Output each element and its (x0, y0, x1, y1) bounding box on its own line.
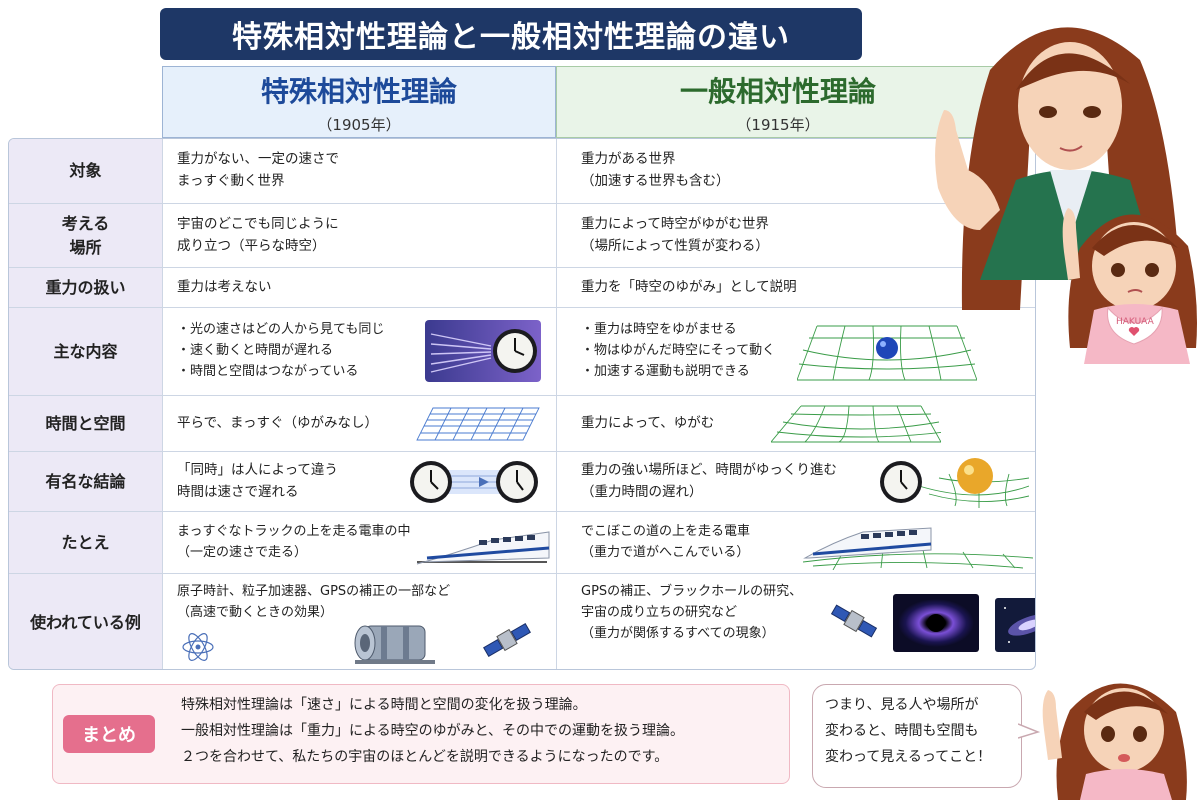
general-cell: ・重力は時空をゆがませる ・物はゆがんだ時空にそって動く ・加速する運動も説明で… (557, 308, 1035, 395)
row-label: たとえ (9, 512, 163, 573)
summary-badge: まとめ (63, 715, 155, 753)
special-cell: 重力は考えない (163, 268, 557, 307)
sun-icon (957, 458, 993, 494)
table-row: 使われている例 原子時計、粒子加速器、GPSの補正の一部など （高速で動くときの… (9, 573, 1035, 669)
special-cell: 原子時計、粒子加速器、GPSの補正の一部など （高速で動くときの効果） (163, 574, 557, 669)
table-row: 主な内容 ・光の速さはどの人から見ても同じ ・速く動くと時間が遅れる ・時間と空… (9, 307, 1035, 395)
column-header-special: 特殊相対性理論 （1905年） (162, 66, 556, 138)
light-clock-illustration (425, 320, 541, 382)
page-title: 特殊相対性理論と一般相対性理論の違い (160, 8, 862, 60)
column-header-general: 一般相対性理論 （1915年） (556, 66, 1000, 138)
special-cell: 「同時」は人によって違う 時間は速さで遅れる (163, 452, 557, 511)
general-cell: 重力によって、ゆがむ (557, 396, 1035, 451)
bullet-train-illustration (416, 531, 550, 565)
row-label: 有名な結論 (9, 452, 163, 511)
table-row: 重力の扱い 重力は考えない 重力を「時空のゆがみ」として説明 (9, 267, 1035, 307)
special-cell: 平らで、まっすぐ（ゆがみなし） (163, 396, 557, 451)
special-cell: 宇宙のどこでも同じように 成り立つ（平らな時空） (163, 204, 557, 267)
speech-bubble-tail (1018, 723, 1040, 739)
planet-icon (876, 337, 898, 359)
row-label: 時間と空間 (9, 396, 163, 451)
general-cell: 重力の強い場所ほど、時間がゆっくり進む （重力時間の遅れ） (557, 452, 1035, 511)
train-on-curved-track-illustration (803, 527, 1033, 570)
warped-grid-illustration (771, 405, 941, 443)
speech-bubble: つまり、見る人や場所が 変わると、時間も空間も 変わって見えるってこと！ (812, 684, 1022, 788)
row-label: 使われている例 (9, 574, 163, 669)
summary-box: まとめ 特殊相対性理論は「速さ」による時間と空間の変化を扱う理論。 一般相対性理… (52, 684, 790, 784)
comparison-table: 対象 重力がない、一定の速さで まっすぐ動く世界 重力がある世界 （加速する世界… (8, 138, 1036, 670)
clock-icon (496, 461, 538, 503)
table-row: 対象 重力がない、一定の速さで まっすぐ動く世界 重力がある世界 （加速する世界… (9, 139, 1035, 203)
table-row: 時間と空間 平らで、まっすぐ（ゆがみなし） 重力によって、ゆがむ (9, 395, 1035, 451)
girl-character-small-illustration (1042, 683, 1187, 800)
row-label: 重力の扱い (9, 268, 163, 307)
general-relativity-name: 一般相対性理論 (679, 74, 876, 108)
satellite-icon (830, 604, 878, 638)
galaxy-icon (995, 598, 1035, 652)
curved-spacetime-illustration (797, 325, 977, 381)
row-label: 対象 (9, 139, 163, 203)
table-row: たとえ まっすぐなトラックの上を走る電車の中 （一定の速さで走る） でこぼこの道… (9, 511, 1035, 573)
special-relativity-name: 特殊相対性理論 (260, 74, 457, 108)
general-cell: でこぼこの道の上を走る電車 （重力で道がへこんでいる） (557, 512, 1035, 573)
black-hole-icon (893, 594, 979, 652)
atom-icon (182, 633, 214, 661)
heart-icon (1128, 327, 1140, 336)
girl-character-illustration: HAKUAA (1062, 208, 1197, 364)
row-label: 考える 場所 (9, 204, 163, 267)
general-cell: 重力によって時空がゆがむ世界 （場所によって性質が変わる） (581, 215, 769, 254)
satellite-icon (483, 622, 531, 658)
general-cell: GPSの補正、ブラックホールの研究、 宇宙の成り立ちの研究など （重力が関係する… (557, 574, 1035, 669)
table-row: 有名な結論 「同時」は人によって違う 時間は速さで遅れる 重力の強い場所ほど、時… (9, 451, 1035, 511)
row-label: 主な内容 (9, 308, 163, 395)
two-clocks-illustration (410, 461, 538, 503)
general-cell: 重力を「時空のゆがみ」として説明 (581, 278, 797, 295)
bib-label: HAKUAA (1116, 317, 1155, 327)
special-relativity-year: （1905年） (317, 115, 401, 134)
clock-icon (880, 461, 922, 503)
flat-grid-illustration (416, 407, 540, 441)
general-relativity-year: （1915年） (736, 115, 820, 134)
special-cell: ・光の速さはどの人から見ても同じ ・速く動くと時間が遅れる ・時間と空間はつなが… (163, 308, 557, 395)
table-row: 考える 場所 宇宙のどこでも同じように 成り立つ（平らな時空） 重力によって時空… (9, 203, 1035, 267)
particle-accelerator-icon (354, 625, 435, 664)
special-cell: まっすぐなトラックの上を走る電車の中 （一定の速さで走る） (163, 512, 557, 573)
gravity-clock-illustration (880, 458, 1029, 508)
general-cell: 重力がある世界 （加速する世界も含む） (581, 151, 730, 189)
clock-icon (410, 461, 452, 503)
special-cell: 重力がない、一定の速さで まっすぐ動く世界 (163, 139, 557, 203)
summary-text: 特殊相対性理論は「速さ」による時間と空間の変化を扱う理論。 一般相対性理論は「重… (181, 697, 685, 765)
